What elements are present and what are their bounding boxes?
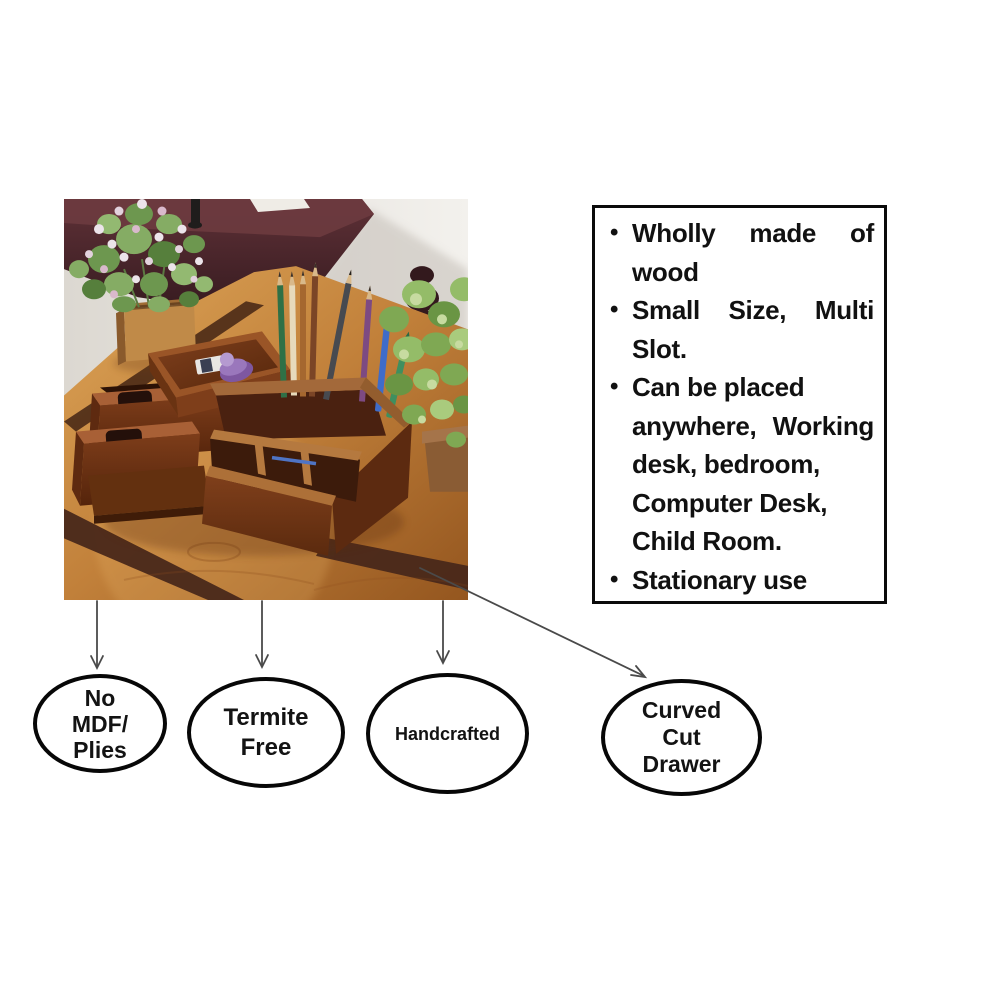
arrow-termite-free	[255, 600, 269, 670]
info-line: Wholly made of	[632, 218, 874, 248]
paper-sheet	[250, 199, 310, 213]
arrow-no-mdf-plies	[90, 600, 104, 671]
arrow-handcrafted	[436, 600, 450, 666]
drawer-lower	[72, 421, 210, 524]
feature-label-line: Drawer	[642, 751, 721, 777]
bullet-icon: •	[610, 565, 619, 593]
lamp-pole	[191, 199, 200, 225]
bullet-icon: •	[610, 296, 619, 323]
feature-label-line: MDF/	[71, 710, 129, 737]
info-line: desk, bedroom,	[632, 449, 820, 479]
feature-bullet-item: • Can be placed anywhere, Working desk, …	[610, 368, 874, 561]
info-line: Slot.	[632, 333, 687, 364]
feature-label-line: No	[84, 684, 116, 711]
feature-label-line: Curved	[641, 697, 722, 723]
left-plant	[69, 199, 213, 313]
feature-label-line: Plies	[73, 736, 127, 763]
info-line: anywhere, Working	[632, 410, 874, 441]
feature-bullet-item: • Small Size, Multi Slot.	[610, 291, 874, 368]
caddy-dividers	[210, 429, 362, 486]
right-plant	[379, 277, 468, 448]
feature-oval-handcrafted: Handcrafted	[366, 673, 529, 794]
feature-label-line: Cut	[662, 724, 701, 750]
product-photo-art	[64, 199, 468, 600]
feature-bullet-item: • Wholly made of wood	[610, 214, 874, 291]
feature-bullet-item: • Stationary use	[610, 561, 874, 600]
info-line: Computer Desk,	[632, 487, 828, 518]
info-line: Child Room.	[632, 526, 782, 556]
feature-label-line: Free	[240, 733, 292, 761]
features-info-box: • Wholly made of wood • Small Size, Mult…	[592, 205, 887, 604]
feature-oval-termite-free: Termite Free	[187, 677, 345, 788]
feature-oval-no-mdf-plies: No MDF/ Plies	[33, 674, 167, 773]
tray-stamp	[219, 352, 254, 383]
pencils	[277, 262, 373, 402]
bullet-icon: •	[610, 219, 619, 246]
product-photo	[64, 199, 468, 600]
info-line: wood	[632, 256, 699, 287]
tray-eraser	[195, 355, 225, 375]
info-line: Stationary use	[632, 564, 807, 595]
feature-label-line: Termite	[223, 703, 309, 731]
info-line: Can be placed	[632, 372, 805, 402]
feature-oval-curved-cut-drawer: Curved Cut Drawer	[601, 679, 762, 796]
drawer-base	[88, 465, 210, 516]
caddy-right-face	[332, 421, 412, 554]
caddy-front-face	[202, 475, 332, 556]
bullet-icon: •	[610, 373, 619, 400]
info-line: Small Size, Multi	[632, 295, 874, 325]
feature-label-line: Handcrafted	[394, 723, 501, 744]
pen-in-slot	[271, 455, 317, 466]
plant-flowers	[85, 199, 203, 299]
